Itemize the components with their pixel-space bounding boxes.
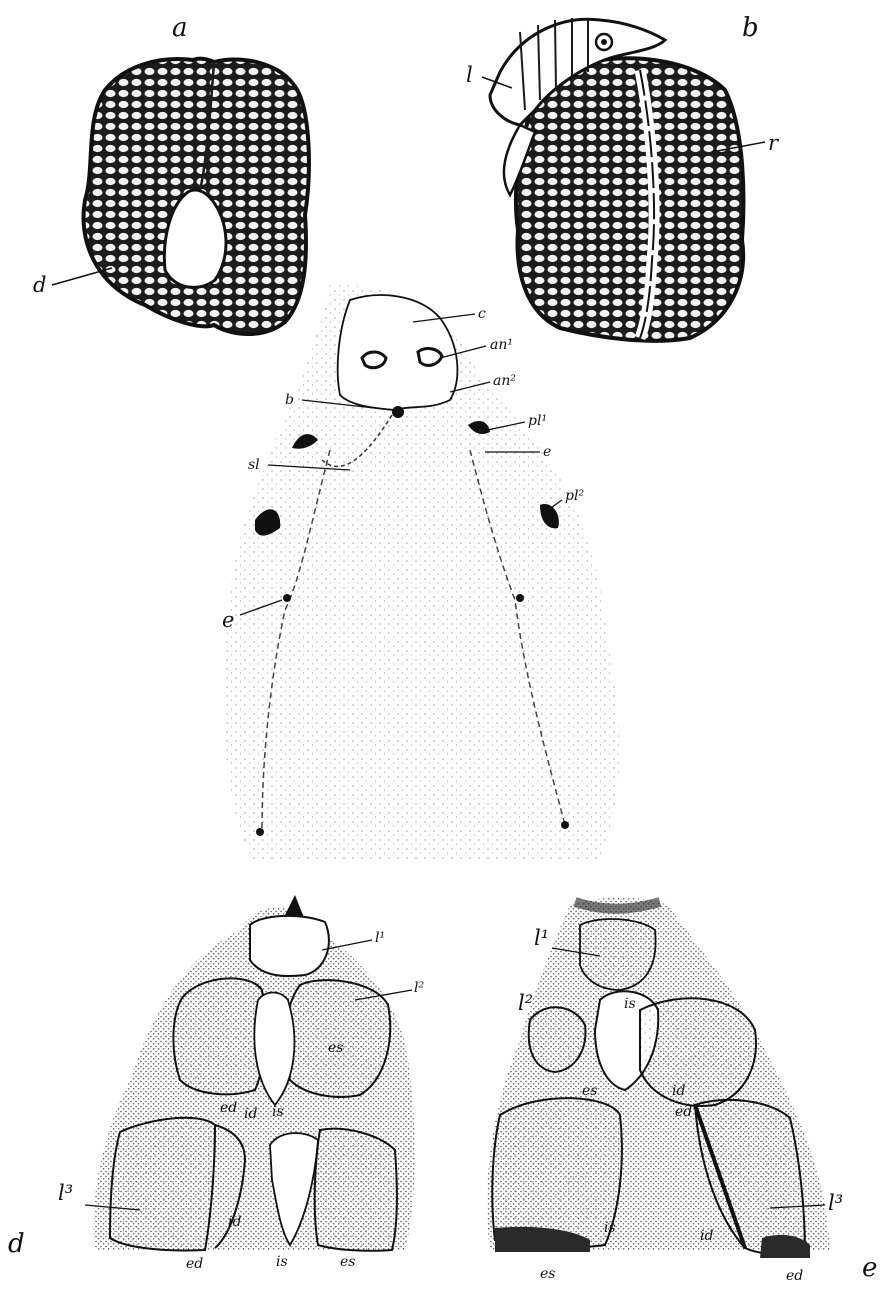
label-d-id-top: id	[244, 1106, 257, 1122]
label-e-es-bottom: es	[540, 1266, 555, 1282]
panel-c: c an¹ an² b pl¹ e sl pl² e	[222, 285, 619, 860]
egg-a	[83, 59, 308, 334]
label-d-es-bottom: es	[340, 1254, 355, 1270]
label-e-l2: l²	[518, 991, 533, 1015]
label-d-ed-top: ed	[220, 1100, 237, 1116]
label-e-is-bottom: is	[604, 1220, 616, 1236]
label-c-b: b	[285, 392, 294, 408]
panel-b-letter: b	[742, 13, 759, 43]
label-d-l1: l¹	[375, 930, 385, 946]
panel-d-letter: d	[8, 1229, 25, 1259]
label-c-an2: an²	[493, 373, 516, 389]
label-e-l3: l³	[828, 1191, 843, 1215]
panel-b: b l r	[466, 13, 780, 341]
panel-a-letter: a	[172, 13, 188, 43]
label-c-pl1: pl¹	[528, 413, 547, 429]
label-c-e-upper: e	[543, 444, 551, 460]
panel-d: d l¹ l² es ed id is l³ id ed is es	[8, 895, 424, 1272]
label-d-es-top: es	[328, 1040, 343, 1056]
label-a-d: d	[33, 273, 46, 297]
label-e-ed-bottom: ed	[786, 1268, 803, 1284]
label-e-es: es	[582, 1083, 597, 1099]
label-c-c: c	[478, 306, 486, 322]
label-d-l2: l²	[414, 980, 424, 996]
label-d-l3: l³	[58, 1181, 73, 1205]
label-b-r: r	[768, 131, 780, 155]
label-c-e-lower: e	[222, 608, 234, 632]
label-b-l: l	[466, 63, 473, 87]
panel-e-letter: e	[862, 1253, 877, 1283]
label-e-id-bottom: id	[700, 1228, 713, 1244]
panel-e: e l¹ l² is es id ed l³ is id es ed	[487, 898, 878, 1285]
label-c-sl: sl	[248, 457, 260, 473]
label-e-is-top: is	[624, 996, 636, 1012]
label-e-l1: l¹	[534, 926, 549, 950]
panel-a: a d	[33, 13, 309, 334]
label-d-ed-bottom: ed	[186, 1256, 203, 1272]
label-c-an1: an¹	[490, 337, 513, 353]
label-e-id-top: id	[672, 1083, 685, 1099]
label-e-ed: ed	[675, 1104, 692, 1120]
label-d-id-bottom: id	[228, 1214, 241, 1230]
label-d-is-bottom: is	[276, 1254, 288, 1270]
label-d-is-top: is	[272, 1104, 284, 1120]
label-c-pl2: pl²	[565, 488, 584, 504]
egg-b	[490, 18, 743, 341]
